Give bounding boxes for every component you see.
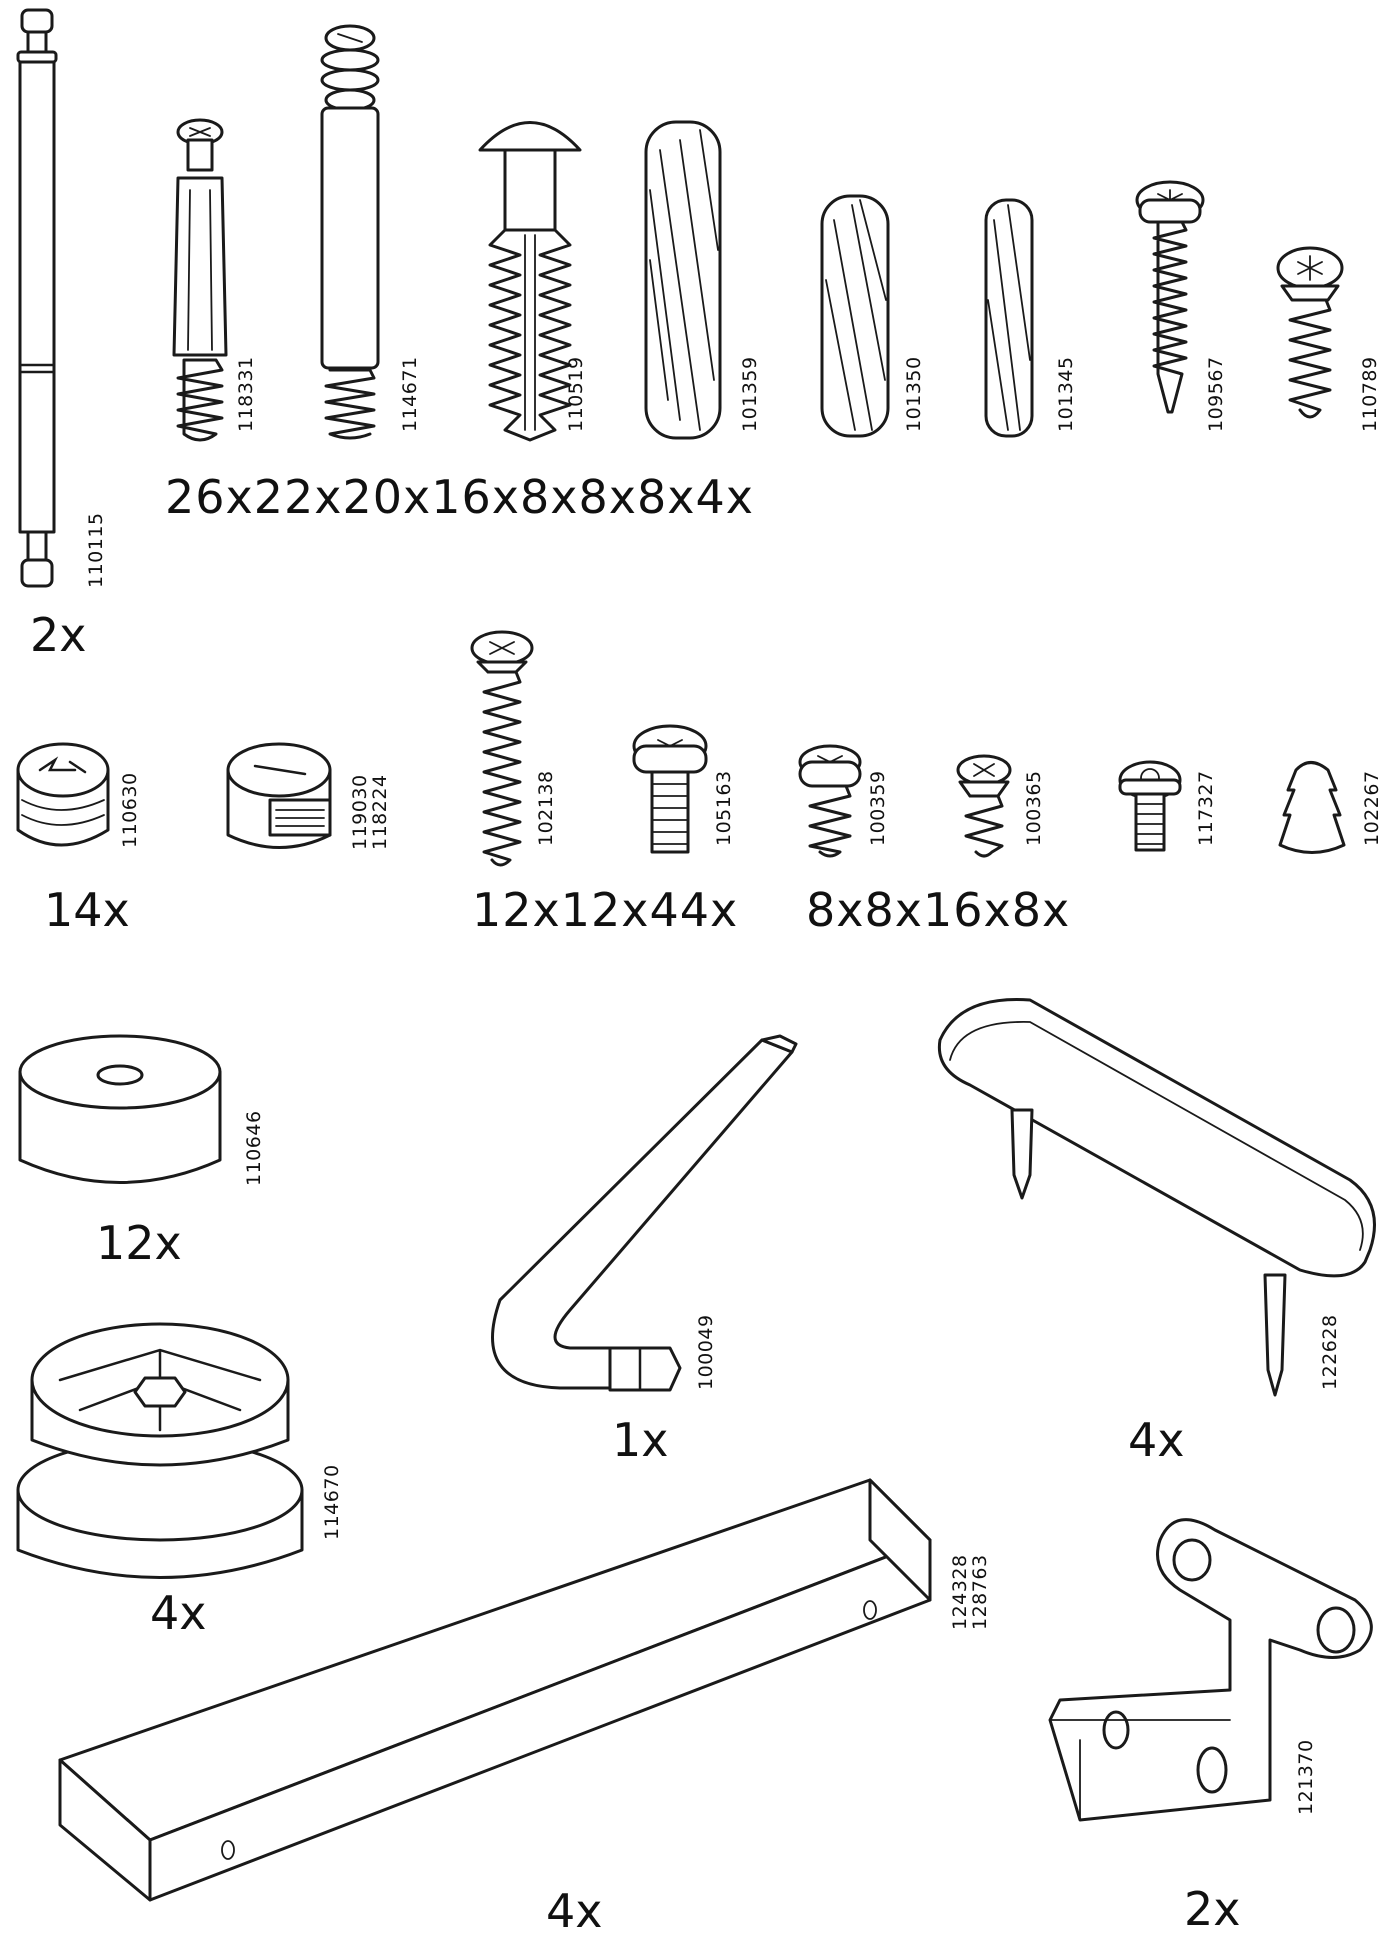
cam-housing-icon (226, 742, 332, 849)
small-wood-dowel-icon (984, 198, 1034, 438)
part-code-109567: 109567 (1205, 356, 1227, 432)
part-code-100365: 100365 (1023, 770, 1045, 846)
part-code-110630: 110630 (119, 772, 141, 848)
part-code-110789: 110789 (1359, 356, 1381, 432)
quantity-label: 4x (546, 1884, 603, 1938)
long-cam-bolt-icon (320, 24, 380, 440)
round-puck-icon (18, 1034, 222, 1184)
part-code-110519: 110519 (565, 356, 587, 432)
part-code-114670: 114670 (321, 1464, 343, 1540)
part-code-102138: 102138 (535, 770, 557, 846)
flat-head-screw-icon (1276, 246, 1344, 419)
part-code-110646: 110646 (243, 1110, 265, 1186)
part-code-101345: 101345 (1055, 356, 1077, 432)
wall-anchor-icon (478, 121, 582, 442)
part-code-117327: 117327 (1195, 770, 1217, 846)
bracket-icon (1048, 1518, 1373, 1822)
part-code-100359: 100359 (867, 770, 889, 846)
quantity-row-label: 26x22x20x16x8x8x8x4x (165, 470, 754, 524)
quantity-label: 1x (612, 1413, 669, 1467)
short-flat-screw-icon (956, 754, 1012, 858)
quantity-row-label: 12x12x44x (472, 883, 739, 937)
glide-pad-icon (937, 998, 1376, 1397)
part-code-100049: 100049 (695, 1314, 717, 1390)
part-code-105163: 105163 (713, 770, 735, 846)
part-code-110115: 110115 (85, 512, 107, 588)
wood-screw-icon (1135, 180, 1205, 414)
quantity-label: 4x (1128, 1413, 1185, 1467)
medium-wood-dowel-icon (820, 194, 890, 438)
cam-bolt-sleeve-icon (172, 118, 228, 442)
long-connector-bolt-icon (16, 8, 58, 588)
quantity-label: 2x (30, 608, 87, 662)
part-code-121370: 121370 (1295, 1739, 1317, 1815)
angle-rail-icon (58, 1478, 932, 1902)
quantity-label: 12x (96, 1216, 182, 1270)
short-screw-icon (798, 744, 862, 858)
part-code-102267: 102267 (1361, 770, 1383, 846)
quantity-label: 4x (150, 1586, 207, 1640)
hex-key-icon (491, 1034, 798, 1392)
quantity-row-label: 8x8x16x8x (806, 883, 1071, 937)
quantity-label: 14x (44, 883, 130, 937)
large-wood-dowel-icon (644, 120, 722, 440)
quantity-label: 2x (1184, 1882, 1241, 1936)
part-code-118331: 118331 (235, 356, 257, 432)
small-bolt-icon (1118, 760, 1182, 852)
part-code-101350: 101350 (903, 356, 925, 432)
adjustable-glide-icon (16, 1322, 304, 1579)
part-code-101359: 101359 (739, 356, 761, 432)
cam-lock-icon (16, 742, 110, 847)
part-code-122628: 122628 (1319, 1314, 1341, 1390)
plastic-plug-icon (1278, 761, 1346, 854)
long-screw-icon (470, 630, 534, 867)
part-code-114671: 114671 (399, 356, 421, 432)
machine-screw-icon (632, 724, 708, 854)
